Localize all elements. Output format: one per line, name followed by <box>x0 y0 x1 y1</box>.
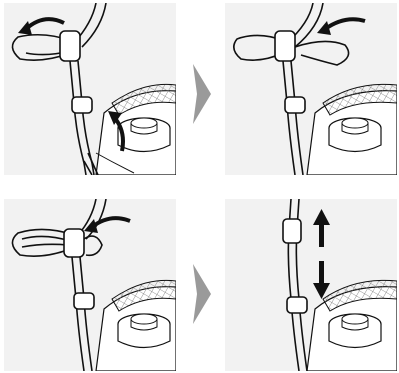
step-2-panel <box>225 3 397 175</box>
chevron-right-icon <box>193 64 211 129</box>
step-4-panel <box>225 199 397 371</box>
step-3-panel <box>4 199 176 371</box>
step-1-panel <box>4 3 176 175</box>
chevron-right-icon <box>193 264 211 329</box>
